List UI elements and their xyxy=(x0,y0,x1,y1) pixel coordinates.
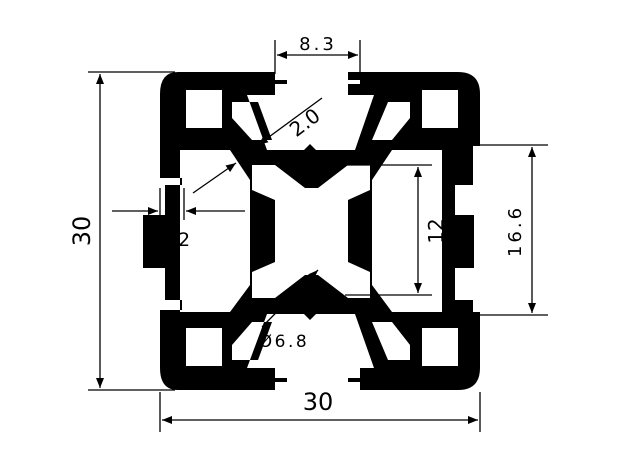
wall-thickness-leader xyxy=(257,97,323,146)
bore-leader xyxy=(261,269,319,328)
slot-wall-diagonal-leader xyxy=(192,162,237,194)
slot-wall-label: 2.2 xyxy=(160,229,190,251)
dimension-lines xyxy=(88,40,548,432)
profile-outline xyxy=(143,72,480,390)
aluminium-profile-section xyxy=(143,72,480,390)
width-overall-label: 30 xyxy=(303,388,334,416)
slot-opening-label: 8.3 xyxy=(299,34,337,55)
center-bore-label: Ø6.8 xyxy=(259,332,309,352)
wall-thickness-label: 2.0 xyxy=(285,103,325,141)
center-bore xyxy=(281,201,341,261)
height-overall-label: 30 xyxy=(68,216,96,247)
core-height-label: 12 xyxy=(424,218,448,243)
dimension-labels: 30 30 8.3 2.0 2.2 12 16.6 Ø6.8 xyxy=(68,34,526,416)
slot-outer-label: 16.6 xyxy=(505,205,526,257)
